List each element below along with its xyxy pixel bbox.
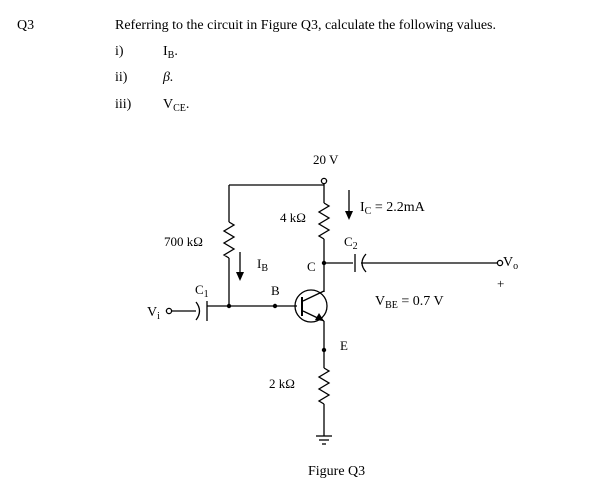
c1-label: C1 <box>195 282 209 300</box>
junction-dot <box>321 347 327 353</box>
emitter-arrow-icon <box>315 313 324 321</box>
node-b-label: B <box>271 283 280 298</box>
item-marker-2: ii) <box>115 70 128 85</box>
junction-dot <box>226 303 232 309</box>
item-value-1: IB. <box>163 44 178 61</box>
junction-dot <box>272 303 278 309</box>
supply-label: 20 V <box>313 152 339 167</box>
vbe-label: VBE = 0.7 V <box>375 294 444 311</box>
vo-plus-label: + <box>497 276 505 291</box>
item-marker-3: iii) <box>115 97 132 112</box>
question-number: Q3 <box>17 18 35 33</box>
c2-label: C2 <box>344 234 358 252</box>
item-value-3: VCE. <box>163 97 190 114</box>
vo-label: Vo <box>503 255 519 272</box>
node-c-label: C <box>307 259 316 274</box>
vo-terminal <box>496 259 504 267</box>
ib-label: IB <box>257 256 269 274</box>
question-prompt: Referring to the circuit in Figure Q3, c… <box>115 18 496 33</box>
rb-label: 700 kΩ <box>164 234 203 249</box>
item-marker-1: i) <box>115 44 124 59</box>
rb-resistor <box>222 221 236 259</box>
node-e-label: E <box>340 338 348 353</box>
transistor-body <box>294 289 328 323</box>
figure-caption: Figure Q3 <box>308 464 366 479</box>
junction-dot <box>321 260 327 266</box>
item-value-2: β. <box>163 70 174 85</box>
vi-label: Vi <box>147 305 160 322</box>
supply-terminal <box>320 177 328 185</box>
ib-arrow-icon <box>236 272 244 281</box>
c1-plate-a <box>195 301 201 321</box>
rc-resistor <box>317 202 331 240</box>
rc-label: 4 kΩ <box>280 210 306 225</box>
re-label: 2 kΩ <box>269 376 295 391</box>
ic-label: IC = 2.2mA <box>360 200 425 217</box>
ic-arrow-icon <box>345 211 353 220</box>
vi-terminal <box>165 307 173 315</box>
re-resistor <box>317 367 331 405</box>
